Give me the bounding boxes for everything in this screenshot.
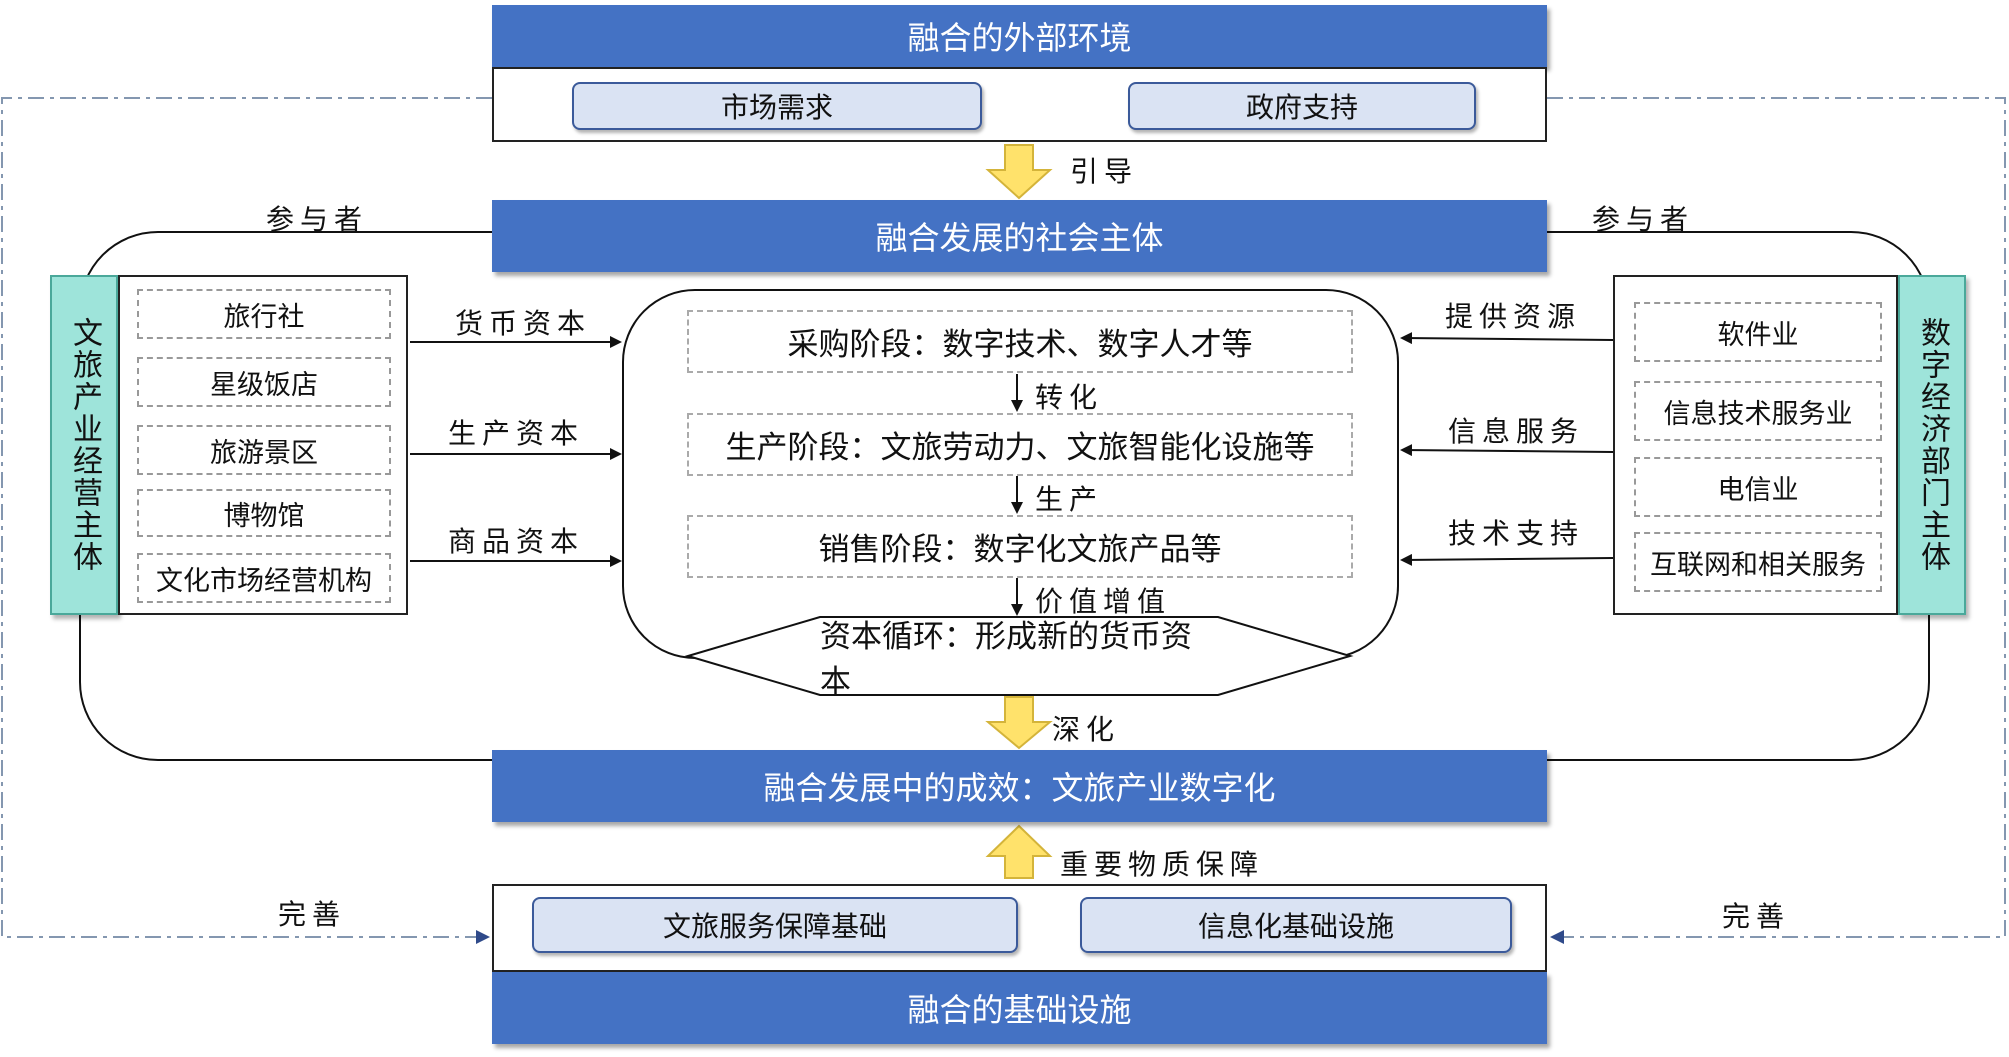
capital-cycle-shape — [684, 616, 1354, 696]
right-item: 软件业 — [1634, 302, 1882, 362]
stage-arrow-label: 转化 — [1035, 381, 1104, 414]
service-basis-pill: 文旅服务保障基础 — [532, 897, 1018, 953]
improve-left-label: 完善 — [278, 898, 347, 931]
support-arrow-icon — [985, 824, 1053, 879]
right-subject-title: 数字经济部门主体 — [1915, 317, 1950, 573]
left-item: 博物馆 — [137, 489, 391, 537]
government-support-pill: 政府支持 — [1128, 82, 1476, 130]
left-subject-label: 文旅产业经营主体 — [50, 275, 118, 615]
right-item: 信息技术服务业 — [1634, 381, 1882, 441]
left-flow-label: 货币资本 — [455, 307, 592, 340]
infrastructure-title: 融合的基础设施 — [492, 972, 1547, 1044]
stage-arrow-label: 生产 — [1035, 483, 1104, 516]
left-item: 星级饭店 — [137, 357, 391, 407]
left-item: 文化市场经营机构 — [137, 553, 391, 603]
left-item: 旅游景区 — [137, 425, 391, 475]
feedback-loop-lines — [1, 97, 2006, 944]
sales-stage: 销售阶段：数字化文旅产品等 — [687, 515, 1353, 578]
left-flow-label: 商品资本 — [448, 525, 585, 558]
right-subject-label: 数字经济部门主体 — [1898, 275, 1966, 615]
left-flow-arrows — [410, 336, 622, 567]
arrow-deepen-label: 深化 — [1052, 713, 1121, 746]
yellow-arrows — [985, 144, 1053, 879]
external-env-title: 融合的外部环境 — [492, 5, 1547, 67]
participant-left-label: 参与者 — [266, 203, 369, 236]
market-demand-pill: 市场需求 — [572, 82, 982, 130]
right-flow-label: 技术支持 — [1448, 517, 1585, 550]
production-stage: 生产阶段：文旅劳动力、文旅智能化设施等 — [687, 413, 1353, 476]
left-item: 旅行社 — [137, 289, 391, 339]
social-subject-title: 融合发展的社会主体 — [492, 200, 1547, 272]
right-item: 互联网和相关服务 — [1634, 532, 1882, 592]
left-flow-label: 生产资本 — [448, 417, 585, 450]
right-flow-label: 信息服务 — [1448, 415, 1585, 448]
right-flow-arrows — [1400, 332, 1614, 566]
improve-right-label: 完善 — [1722, 900, 1791, 933]
guide-arrow-icon — [985, 144, 1053, 200]
capital-cycle-text: 资本循环：形成新的货币资本 — [820, 619, 1192, 700]
stage-arrow-label: 价值增值 — [1035, 585, 1172, 618]
left-subject-title: 文旅产业经营主体 — [67, 317, 102, 573]
arrow-guide-label: 引导 — [1070, 155, 1139, 188]
purchase-stage: 采购阶段：数字技术、数字人才等 — [687, 310, 1353, 373]
deepen-arrow-icon — [985, 696, 1053, 750]
arrow-support-label: 重要物质保障 — [1060, 848, 1265, 881]
right-flow-label: 提供资源 — [1445, 300, 1582, 333]
result-title: 融合发展中的成效：文旅产业数字化 — [492, 750, 1547, 822]
right-item: 电信业 — [1634, 457, 1882, 517]
participant-right-label: 参与者 — [1592, 203, 1695, 236]
info-infrastructure-pill: 信息化基础设施 — [1080, 897, 1512, 953]
